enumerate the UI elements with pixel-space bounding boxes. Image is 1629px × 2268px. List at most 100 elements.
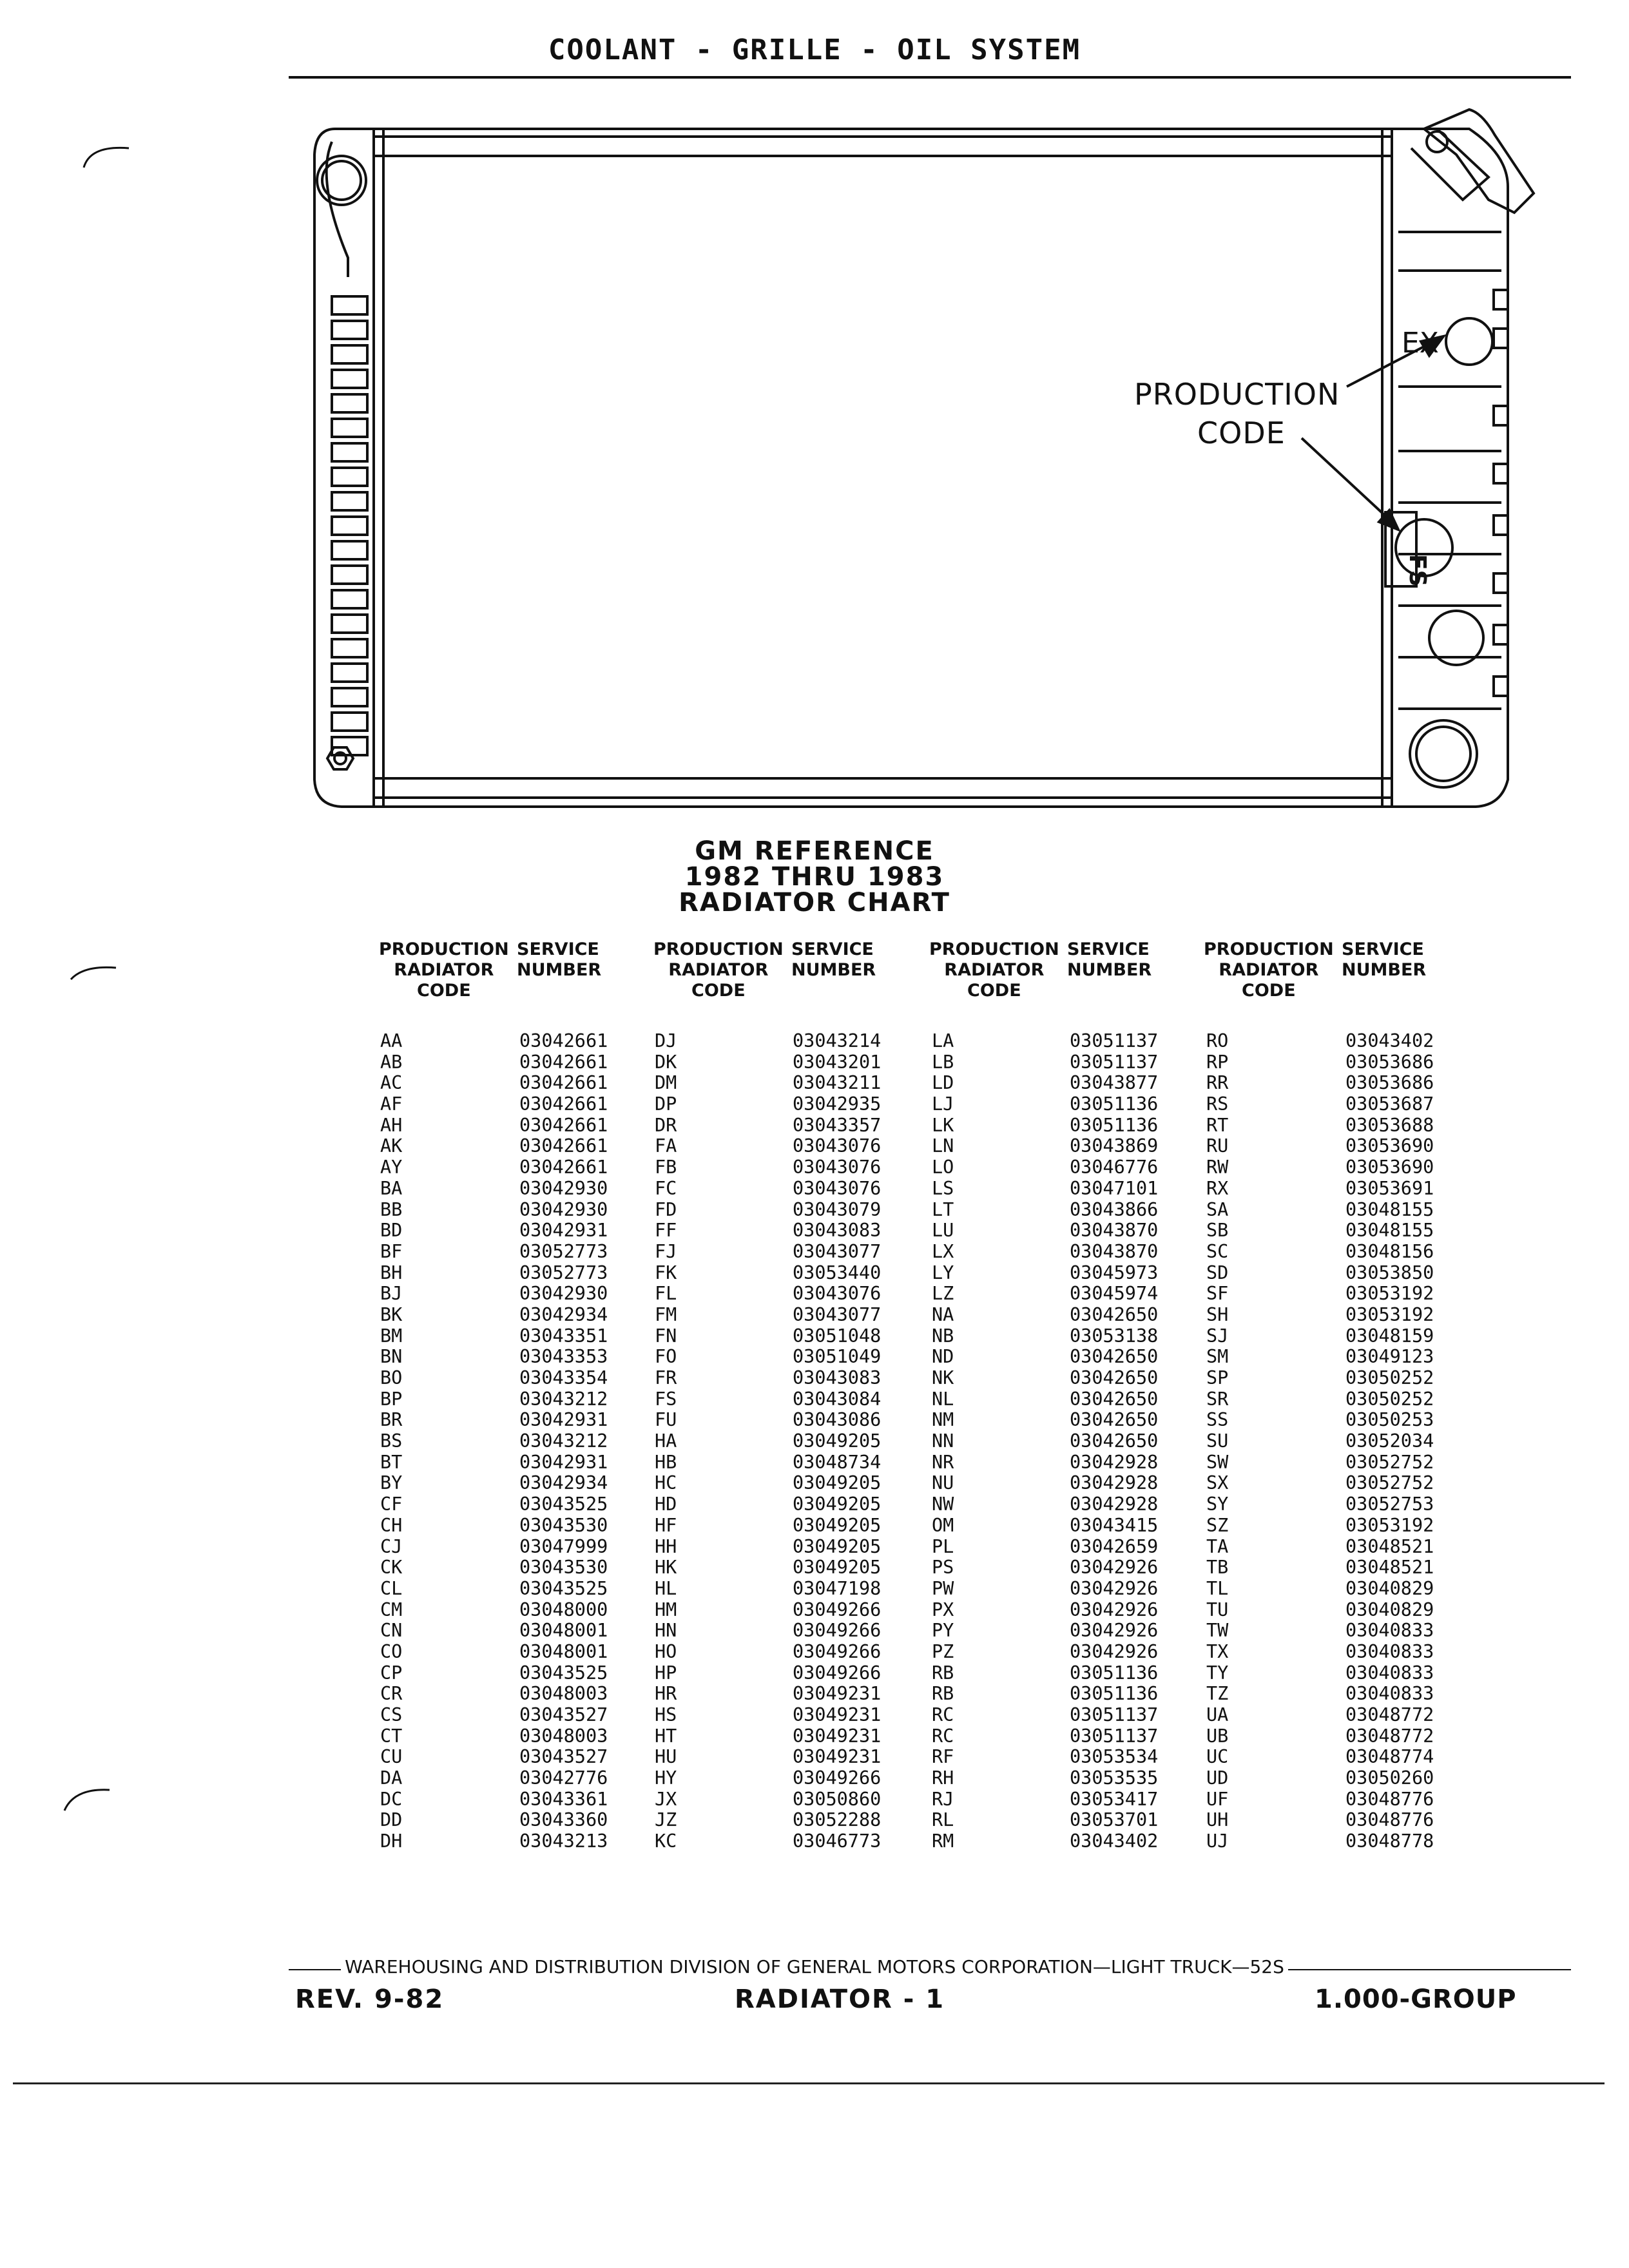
production-code-cell: RJ [932, 1788, 954, 1810]
service-number-cell: 03043527 [519, 1704, 608, 1725]
production-code-cell: SH [1206, 1303, 1229, 1325]
production-code-cell: FM [655, 1303, 677, 1325]
production-code-cell: CJ [380, 1535, 403, 1557]
radiator-diagram: EX FS [313, 108, 1536, 808]
production-code-cell: NM [932, 1409, 954, 1431]
service-number-cell: 03043076 [793, 1283, 882, 1305]
service-number-cell: 03043527 [519, 1746, 608, 1768]
production-code-cell: AA [380, 1030, 403, 1052]
production-code-cell: LJ [932, 1093, 954, 1115]
service-number-cell: 03049266 [793, 1767, 882, 1789]
production-code-cell: LZ [932, 1283, 954, 1305]
service-number-cell: 03048734 [793, 1451, 882, 1473]
service-number-cell: 03050252 [1345, 1367, 1434, 1389]
ex-fitting [1445, 317, 1494, 366]
page-header-title: COOLANT - GRILLE - OIL SYSTEM [548, 34, 1081, 66]
service-number-cell: 03043214 [793, 1030, 882, 1052]
service-number-cell: 03043077 [793, 1303, 882, 1325]
service-number-cell: 03053192 [1345, 1303, 1434, 1325]
production-code-cell: UC [1206, 1746, 1229, 1768]
service-number-cell: 03049266 [793, 1662, 882, 1684]
service-number-cell: 03042931 [519, 1409, 608, 1431]
service-number-cell: 03046773 [793, 1831, 882, 1852]
service-number-cell: 03046776 [1070, 1157, 1159, 1178]
production-code-cell: HD [655, 1494, 677, 1515]
production-code-cell: PY [932, 1620, 954, 1642]
production-code-cell: HT [655, 1725, 677, 1747]
binder-mark [63, 1789, 110, 1811]
production-code-header-3: PRODUCTION RADIATOR CODE [929, 939, 1059, 1001]
service-number-cell: 03042935 [793, 1093, 882, 1115]
service-number-cell: 03043212 [519, 1430, 608, 1452]
service-number-cell: 03042776 [519, 1767, 608, 1789]
production-code-cell: PS [932, 1557, 954, 1579]
production-code-cell: BJ [380, 1283, 403, 1305]
service-number-cell: 03042930 [519, 1177, 608, 1199]
production-code-cell: NW [932, 1494, 954, 1515]
production-code-cell: CL [380, 1577, 403, 1599]
service-number-cell: 03053690 [1345, 1135, 1434, 1157]
service-number-cell: 03051136 [1070, 1683, 1159, 1705]
service-number-cell: 03040829 [1345, 1577, 1434, 1599]
service-number-cell: 03043402 [1070, 1831, 1159, 1852]
service-number-cell: 03043525 [519, 1662, 608, 1684]
production-code-cell: RF [932, 1746, 954, 1768]
production-code-cell: LN [932, 1135, 954, 1157]
service-number-cell: 03042661 [519, 1072, 608, 1094]
production-code-cell: LB [932, 1051, 954, 1073]
service-number-cell: 03052752 [1345, 1472, 1434, 1494]
production-code-cell: SJ [1206, 1325, 1229, 1347]
production-code-cell: SZ [1206, 1514, 1229, 1536]
service-number-cell: 03042661 [519, 1157, 608, 1178]
production-code-cell: CP [380, 1662, 403, 1684]
service-number-cell: 03049266 [793, 1599, 882, 1620]
production-code-cell: BB [380, 1198, 403, 1220]
production-code-cell: PX [932, 1599, 954, 1620]
production-code-cell: UA [1206, 1704, 1229, 1725]
production-code-cell: PZ [932, 1640, 954, 1662]
service-number-cell: 03043076 [793, 1177, 882, 1199]
production-code-cell: CF [380, 1494, 403, 1515]
service-number-cell: 03043083 [793, 1367, 882, 1389]
production-code-cell: RX [1206, 1177, 1229, 1199]
service-number-cell: 03042928 [1070, 1472, 1159, 1494]
production-code-cell: RC [932, 1725, 954, 1747]
service-number-cell: 03042931 [519, 1220, 608, 1242]
service-number-cell: 03049205 [793, 1514, 882, 1536]
service-number-cell: 03051136 [1070, 1662, 1159, 1684]
service-number-cell: 03042661 [519, 1093, 608, 1115]
chart-title-line1: GM REFERENCE [695, 836, 934, 866]
service-number-cell: 03040833 [1345, 1640, 1434, 1662]
service-number-cell: 03042928 [1070, 1451, 1159, 1473]
production-code-cell: LX [932, 1240, 954, 1262]
production-code-cell: FN [655, 1325, 677, 1347]
service-number-cell: 03049205 [793, 1430, 882, 1452]
service-number-cell: 03052288 [793, 1809, 882, 1831]
service-number-cell: 03049123 [1345, 1346, 1434, 1368]
service-number-cell: 03053192 [1345, 1514, 1434, 1536]
service-number-cell: 03051049 [793, 1346, 882, 1368]
production-code-cell: AC [380, 1072, 403, 1094]
service-number-cell: 03040833 [1345, 1662, 1434, 1684]
service-number-cell: 03043357 [793, 1114, 882, 1136]
chart-title-line3: RADIATOR CHART [679, 888, 950, 918]
lower-right-outlet [1409, 719, 1478, 789]
production-code-cell: DD [380, 1809, 403, 1831]
production-code-callout-line1: PRODUCTION [1134, 377, 1340, 412]
production-code-cell: HF [655, 1514, 677, 1536]
production-code-cell: TY [1206, 1662, 1229, 1684]
service-number-cell: 03040833 [1345, 1620, 1434, 1642]
service-number-cell: 03043415 [1070, 1514, 1159, 1536]
production-code-cell: TZ [1206, 1683, 1229, 1705]
right-tank [1392, 128, 1509, 808]
production-code-cell: RM [932, 1831, 954, 1852]
service-number-cell: 03043525 [519, 1577, 608, 1599]
service-number-cell: 03043869 [1070, 1135, 1159, 1157]
production-code-tag [1384, 511, 1418, 588]
production-code-cell: CO [380, 1640, 403, 1662]
production-code-cell: BM [380, 1325, 403, 1347]
production-code-cell: CS [380, 1704, 403, 1725]
service-number-cell: 03048774 [1345, 1746, 1434, 1768]
